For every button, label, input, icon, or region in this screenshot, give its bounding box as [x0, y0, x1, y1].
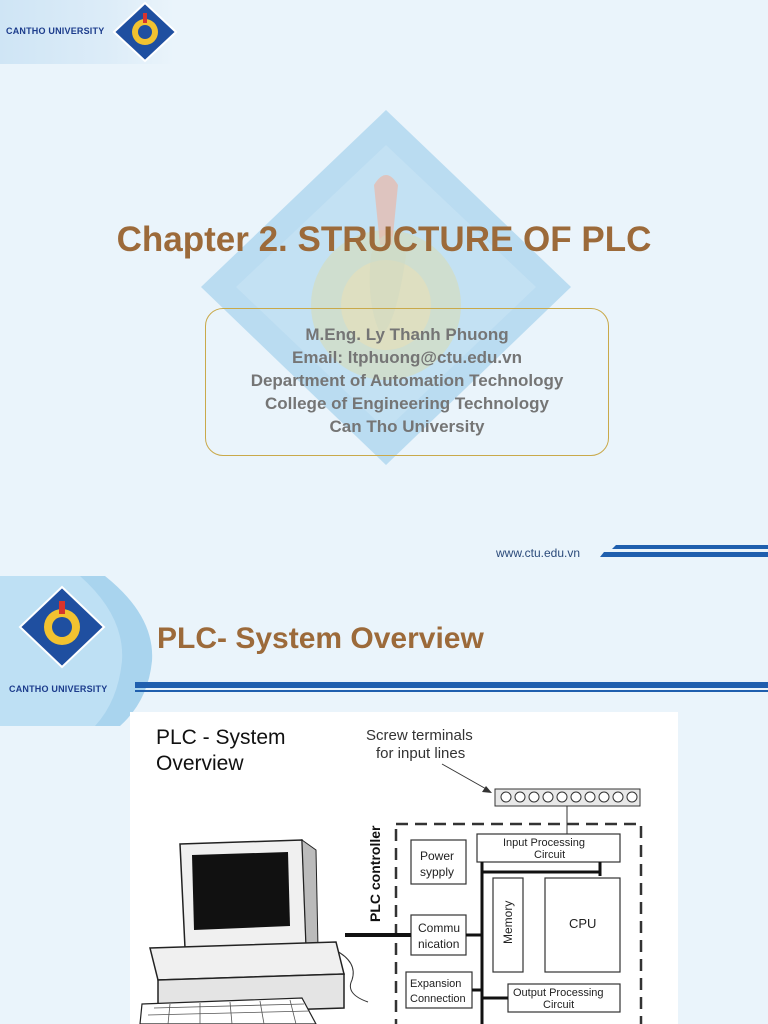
plc-controller-label: PLC controller [367, 825, 383, 922]
input-processing-label: Input Processing [503, 837, 585, 849]
expansion-block [405, 971, 473, 1009]
author-name: M.Eng. Ly Thanh Phuong [305, 325, 509, 344]
screw-terminals [500, 791, 638, 803]
slide-title: CANTHO UNIVERSITY Chapter 2. STRUCTURE O… [0, 0, 768, 560]
output-processing-label: Output Processing [513, 987, 604, 999]
communication-block [410, 914, 467, 956]
slide-system-overview: CANTHO UNIVERSITY PLC- System Overview P… [0, 576, 768, 1024]
communication-label: Commu [418, 921, 460, 935]
cpu-label: CPU [569, 916, 596, 931]
input-processing-block [476, 833, 621, 863]
expansion-label-line2: Connection [410, 993, 466, 1005]
slide-title: Chapter 2. STRUCTURE OF PLC [116, 220, 652, 259]
website-url: www.ctu.edu.vn [496, 546, 581, 560]
university-label: CANTHO UNIVERSITY [9, 684, 108, 694]
memory-block [492, 877, 524, 973]
author-info-box: M.Eng. Ly Thanh Phuong Email: ltphuong@c… [205, 308, 609, 456]
university-watermark [201, 110, 571, 465]
footer-accent-stripe [600, 545, 768, 557]
input-processing-label-line2: Circuit [534, 849, 565, 861]
header-rule [135, 682, 768, 692]
power-supply-label-line2: sypply [420, 865, 454, 879]
author-department: Department of Automation Technology [250, 371, 564, 390]
expansion-label: Expansion [410, 978, 461, 990]
power-supply-block [410, 839, 467, 885]
screw-terminal-label: Screw terminals [366, 727, 473, 744]
computer-icon [139, 839, 345, 1024]
communication-label-line2: nication [418, 937, 459, 951]
plc-system-diagram: PLC - System Overview Screw terminals fo… [130, 712, 678, 1024]
diagram-heading: PLC - System [156, 726, 286, 749]
author-university: Can Tho University [329, 417, 485, 436]
screw-terminal-label-line2: for input lines [376, 745, 465, 762]
university-logo-icon [112, 1, 178, 63]
plc-controller-boundary [394, 822, 643, 1024]
author-email: Email: ltphuong@ctu.edu.vn [291, 348, 522, 367]
memory-label: Memory [501, 901, 515, 944]
diagram-heading-line2: Overview [156, 752, 244, 775]
author-college: College of Engineering Technology [265, 394, 549, 413]
cpu-block [544, 877, 621, 973]
output-processing-label-line2: Circuit [543, 999, 574, 1011]
power-supply-label: Power [420, 849, 454, 863]
university-logo-icon [18, 585, 106, 669]
slide-title: PLC- System Overview [157, 622, 484, 655]
university-label: CANTHO UNIVERSITY [6, 26, 105, 36]
